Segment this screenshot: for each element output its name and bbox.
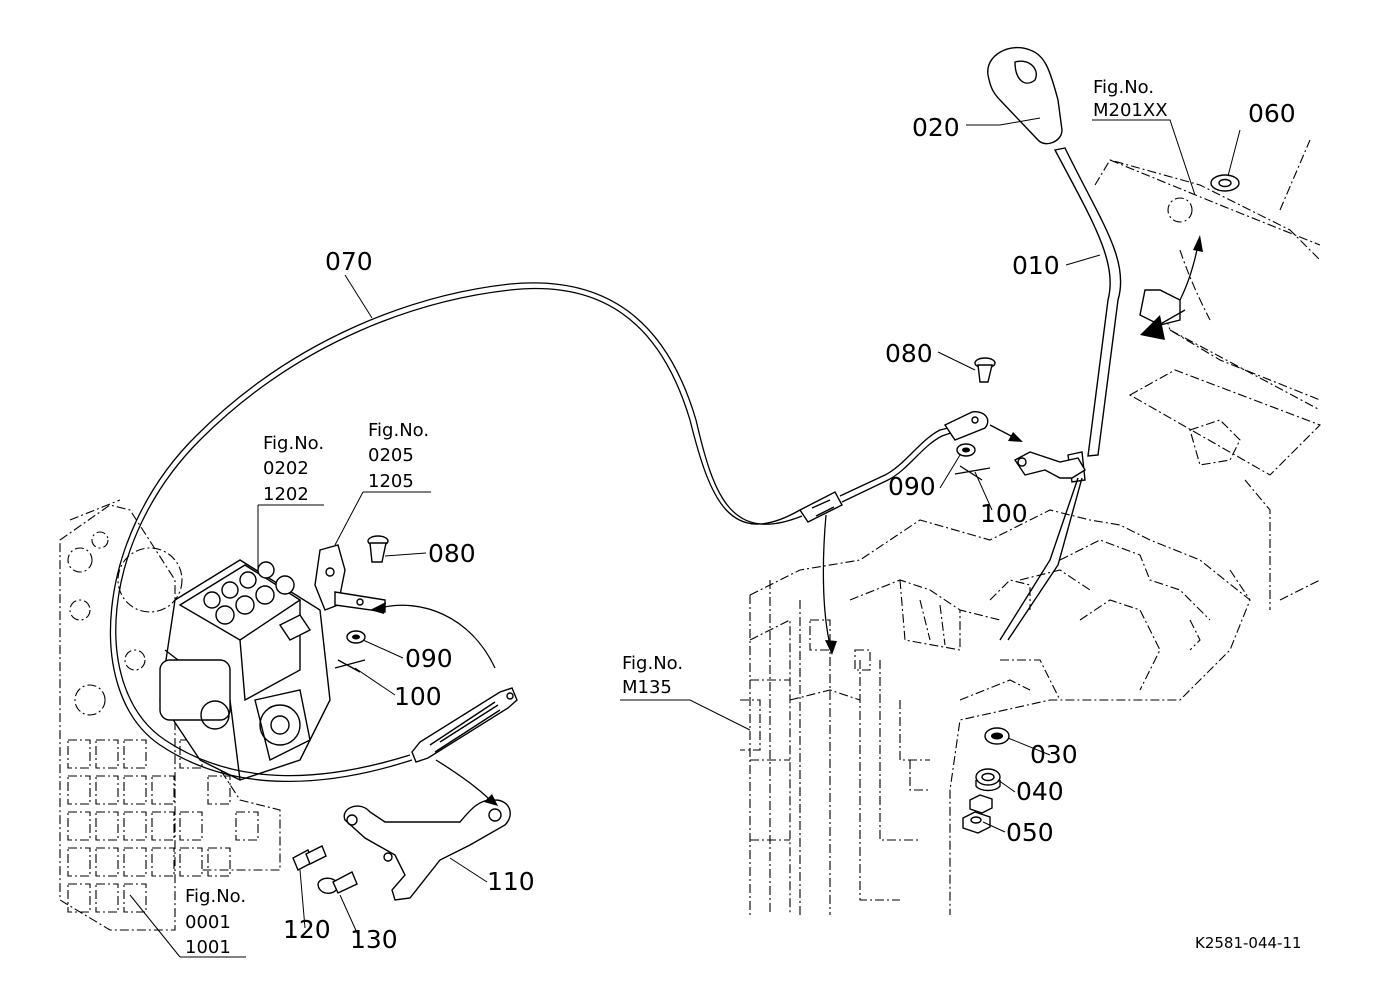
washer-030 (984, 727, 1010, 745)
figref-m201xx-line1: Fig.No. (1093, 77, 1154, 98)
label-090-right: 090 (888, 472, 936, 501)
label-110: 110 (487, 867, 535, 896)
assembly-arrows (370, 235, 1203, 806)
engine-block-ribs (67, 739, 259, 913)
washer-060 (1210, 174, 1240, 192)
label-030: 030 (1030, 740, 1078, 769)
nut-050 (962, 794, 993, 834)
cable-end-right (943, 411, 989, 441)
figref-m135: Fig.No. M135 (622, 653, 683, 698)
figref-0001-line3: 1001 (185, 937, 231, 958)
figref-0001-line2: 0001 (185, 912, 231, 933)
knob-020 (987, 46, 1063, 145)
bolt-130 (317, 871, 358, 894)
pin-080-right (974, 357, 996, 383)
lever-110 (343, 799, 511, 901)
label-040: 040 (1016, 777, 1064, 806)
drawing-code: K2581-044-11 (1195, 934, 1302, 952)
bolt-120 (292, 845, 327, 871)
label-120: 120 (283, 915, 331, 944)
figref-0202-line3: 1202 (263, 484, 309, 505)
figref-0202-line2: 0202 (263, 458, 309, 479)
label-010: 010 (1012, 251, 1060, 280)
shift-lever-010 (999, 147, 1122, 641)
figref-0202: Fig.No. 0202 1202 (263, 433, 324, 505)
figref-0001: Fig.No. 0001 1001 (185, 886, 246, 958)
pump-bracket (314, 544, 386, 613)
cable-end-left (411, 687, 518, 763)
cotter-pin-100-right (954, 465, 991, 481)
figref-0205-line1: Fig.No. (368, 420, 429, 441)
figref-m201xx-line2: M201XX (1093, 100, 1168, 121)
panel-m201 (1094, 139, 1321, 610)
figref-0205: Fig.No. 0205 1205 (368, 420, 429, 492)
label-060: 060 (1248, 99, 1296, 128)
label-100-left: 100 (394, 682, 442, 711)
label-130: 130 (350, 925, 398, 954)
washer-040 (975, 768, 1001, 792)
figref-0202-line1: Fig.No. (263, 433, 324, 454)
figref-0001-line1: Fig.No. (185, 886, 246, 907)
label-070: 070 (325, 247, 373, 276)
label-050: 050 (1006, 818, 1054, 847)
figref-0205-line3: 1205 (368, 471, 414, 492)
label-020: 020 (912, 113, 960, 142)
engine-block (59, 499, 281, 931)
washer-090-left (346, 630, 366, 644)
figref-0205-line2: 0205 (368, 445, 414, 466)
pin-080-left (367, 535, 389, 563)
washer-090-right (956, 443, 976, 457)
figref-m135-line1: Fig.No. (622, 653, 683, 674)
label-080-left: 080 (428, 539, 476, 568)
leader-lines (129, 117, 1241, 958)
label-100-right: 100 (980, 499, 1028, 528)
cotter-pin-100-left (334, 659, 366, 673)
figref-m135-line2: M135 (622, 677, 672, 698)
figref-m201xx: Fig.No. M201XX (1093, 77, 1168, 121)
label-090-left: 090 (405, 644, 453, 673)
frame-m135 (740, 509, 1251, 915)
throttle-cable-070 (109, 282, 966, 783)
label-080-right: 080 (885, 339, 933, 368)
injection-pump (159, 559, 331, 781)
